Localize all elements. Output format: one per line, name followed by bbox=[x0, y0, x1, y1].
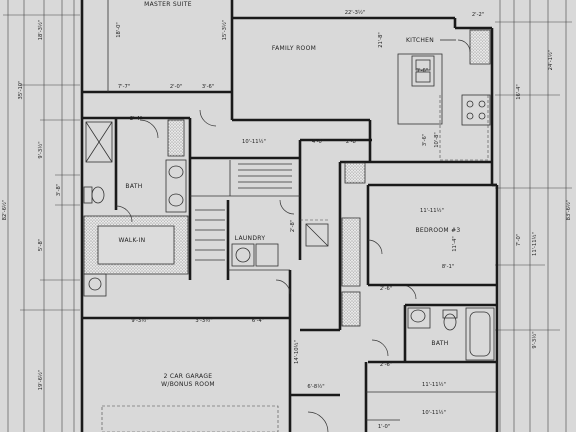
dim-closet-2: 2'-8" bbox=[290, 220, 296, 232]
dim-lower-3: 10'-11½" bbox=[422, 409, 446, 416]
dimension-labels: 22'-3½" 21'-8" 2'-2" 3'-6" 3'-6" 10'-8" … bbox=[1, 9, 572, 430]
dim-master-3: 2'-0" bbox=[170, 84, 182, 90]
stairs-laundry bbox=[190, 156, 300, 280]
kitchen-label: KITCHEN bbox=[406, 37, 434, 44]
garage-label-line2: W/BONUS ROOM bbox=[161, 381, 215, 388]
bedroom3-area bbox=[300, 160, 497, 330]
dim-lower-2: 11'-11½" bbox=[422, 381, 446, 388]
lower-bedroom bbox=[366, 391, 497, 421]
laundry-label: LAUNDRY bbox=[235, 235, 266, 242]
dim-family-depth: 21'-8" bbox=[378, 32, 384, 48]
bath-left-label: BATH bbox=[125, 183, 142, 190]
master-suite bbox=[82, 0, 234, 157]
dim-right-5: 9'-3½" bbox=[531, 331, 538, 348]
dim-left-1: 35'-10" bbox=[18, 81, 24, 100]
dim-lower-1: 6'-8½" bbox=[307, 383, 324, 390]
dim-bed3-3: 8'-1" bbox=[442, 264, 454, 270]
left-bath-walkin bbox=[82, 116, 192, 297]
dim-hall-2: 4'-0" bbox=[312, 139, 324, 145]
dim-right-4: 11'-11½" bbox=[531, 232, 538, 256]
dim-master-2: 7'-7" bbox=[118, 84, 130, 90]
dim-lower-4: 1'-0" bbox=[378, 424, 390, 430]
dim-left-5: 5'-8" bbox=[38, 239, 44, 251]
garage bbox=[82, 270, 368, 432]
dim-kitchen-3: 3'-6" bbox=[422, 134, 428, 146]
dim-garage-3: 6'-4" bbox=[252, 318, 264, 324]
garage-label-line1: 2 CAR GARAGE bbox=[164, 373, 213, 380]
exterior-walls bbox=[80, 0, 499, 432]
dim-bed3-width: 11'-11½" bbox=[420, 207, 444, 214]
dim-right-1: 24'-1½" bbox=[547, 50, 554, 71]
family-kitchen bbox=[232, 29, 491, 260]
dim-bed3-depth: 11'-4" bbox=[452, 236, 458, 252]
dim-closet-1: 2'-4" bbox=[130, 116, 142, 122]
master-suite-label: MASTER SUITE bbox=[144, 1, 192, 8]
dim-left-overall: 82'-6½" bbox=[1, 200, 8, 221]
dim-left-6: 19'-6½" bbox=[37, 370, 44, 391]
room-labels: MASTER SUITE FAMILY ROOM KITCHEN BATH WA… bbox=[119, 1, 461, 388]
dim-master-1: 18'-0" bbox=[116, 22, 122, 38]
bedroom3-label: BEDROOM #3 bbox=[415, 227, 460, 234]
dim-left-3: 9'-3½" bbox=[37, 141, 44, 158]
right-bath bbox=[368, 303, 497, 364]
dim-master-5: 15'-3½" bbox=[221, 20, 228, 41]
dim-hall-3: 2'-8" bbox=[346, 139, 358, 145]
dim-bath-r2: 2'-6" bbox=[380, 362, 392, 368]
dim-kitchen-4: 10'-8" bbox=[434, 132, 440, 148]
left-dimension-lines bbox=[3, 0, 80, 432]
dim-garage-depth: 14'-10½" bbox=[293, 340, 300, 364]
dim-right-overall: 83'-6½" bbox=[565, 200, 572, 221]
dim-garage-1: 9'-3½" bbox=[131, 317, 148, 324]
dim-kitchen-2: 3'-6" bbox=[416, 68, 428, 74]
bath-right-label: BATH bbox=[431, 340, 448, 347]
dim-left-4: 3'-8" bbox=[56, 184, 62, 196]
dim-family-width: 22'-3½" bbox=[345, 9, 366, 16]
dim-bath-r1: 2'-6" bbox=[380, 286, 392, 292]
right-dimension-lines bbox=[495, 0, 572, 432]
walk-in-label: WALK-IN bbox=[119, 237, 146, 244]
family-room-label: FAMILY ROOM bbox=[272, 45, 316, 52]
dim-garage-2: 3'-3½" bbox=[195, 317, 212, 324]
dim-right-2: 16'-4" bbox=[516, 84, 522, 100]
dim-master-4: 3'-6" bbox=[202, 84, 214, 90]
dim-left-2: 18'-3½" bbox=[37, 20, 44, 41]
dim-right-3: 7'-0" bbox=[516, 234, 522, 246]
dim-hall-1: 10'-11½" bbox=[242, 138, 266, 145]
dim-kitchen-1: 2'-2" bbox=[472, 12, 484, 18]
